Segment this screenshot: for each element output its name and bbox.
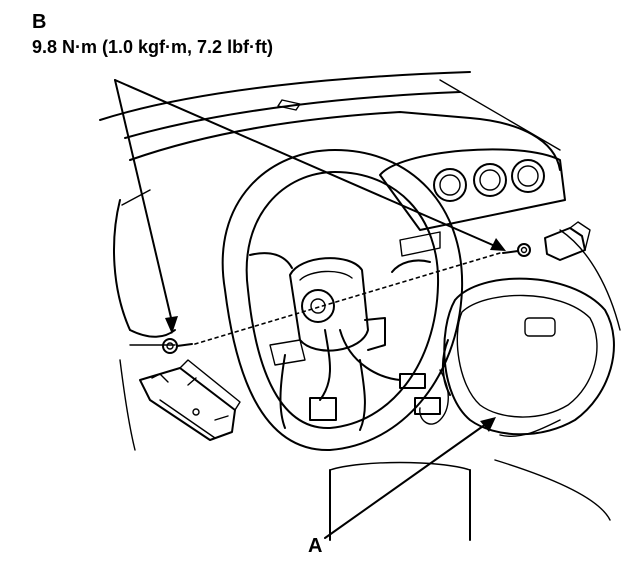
- steering-wheel: [221, 149, 464, 452]
- alignment-dashed-line: [194, 252, 501, 345]
- callout-label-a: A: [308, 535, 323, 557]
- callout-label-b: B: [32, 11, 47, 33]
- wiring-harness: [309, 329, 449, 425]
- torque-spec: 9.8 N·m (1.0 kgf·m, 7.2 lbf·ft): [32, 37, 274, 57]
- left-bracket: [139, 359, 241, 441]
- airbag-module: [442, 277, 615, 436]
- dashboard: [99, 71, 561, 346]
- instrument-cluster: [379, 148, 566, 231]
- cable-reel: [269, 257, 386, 366]
- left-bolt: [162, 338, 193, 354]
- lower-dashboard: [119, 229, 621, 541]
- leader-arrows: [114, 79, 506, 539]
- right-connector: [502, 221, 591, 261]
